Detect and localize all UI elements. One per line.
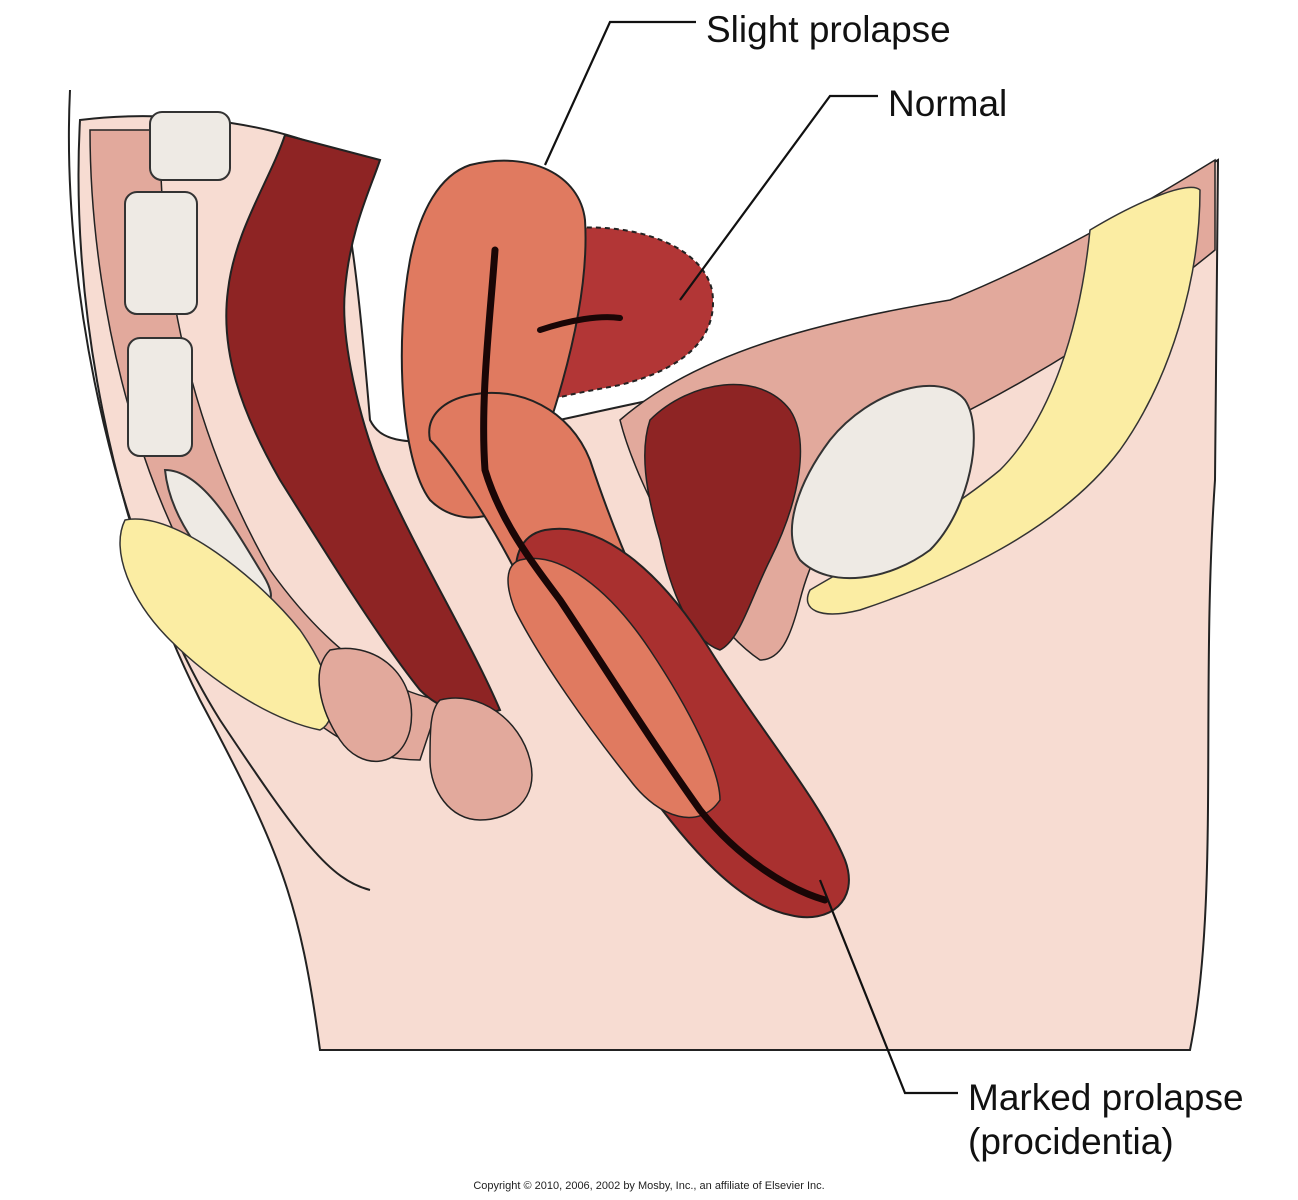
leader-slight: [543, 20, 696, 166]
label-marked-prolapse-line1: Marked prolapse: [968, 1077, 1244, 1118]
leader-marked: [818, 879, 958, 1095]
vaginal-canal: [480, 246, 829, 904]
sacrum-vertebrae: [124, 111, 272, 605]
normal-canal: [537, 314, 623, 333]
bladder: [644, 383, 802, 651]
label-slight-prolapse: Slight prolapse: [706, 9, 951, 50]
label-marked-prolapse-line2: (procidentia): [968, 1121, 1174, 1162]
label-marked-prolapse: Marked prolapse (procidentia): [968, 1076, 1244, 1164]
posterior-fat: [119, 518, 333, 731]
pubic-bone: [791, 385, 975, 580]
pubic-fat: [806, 186, 1201, 615]
leader-normal: [679, 94, 878, 301]
copyright-notice: Copyright © 2010, 2006, 2002 by Mosby, I…: [473, 1180, 825, 1192]
anal-canal: [318, 647, 413, 763]
perineal-body: [429, 697, 533, 821]
label-normal: Normal: [888, 83, 1008, 124]
leader-lines: [543, 20, 958, 1095]
